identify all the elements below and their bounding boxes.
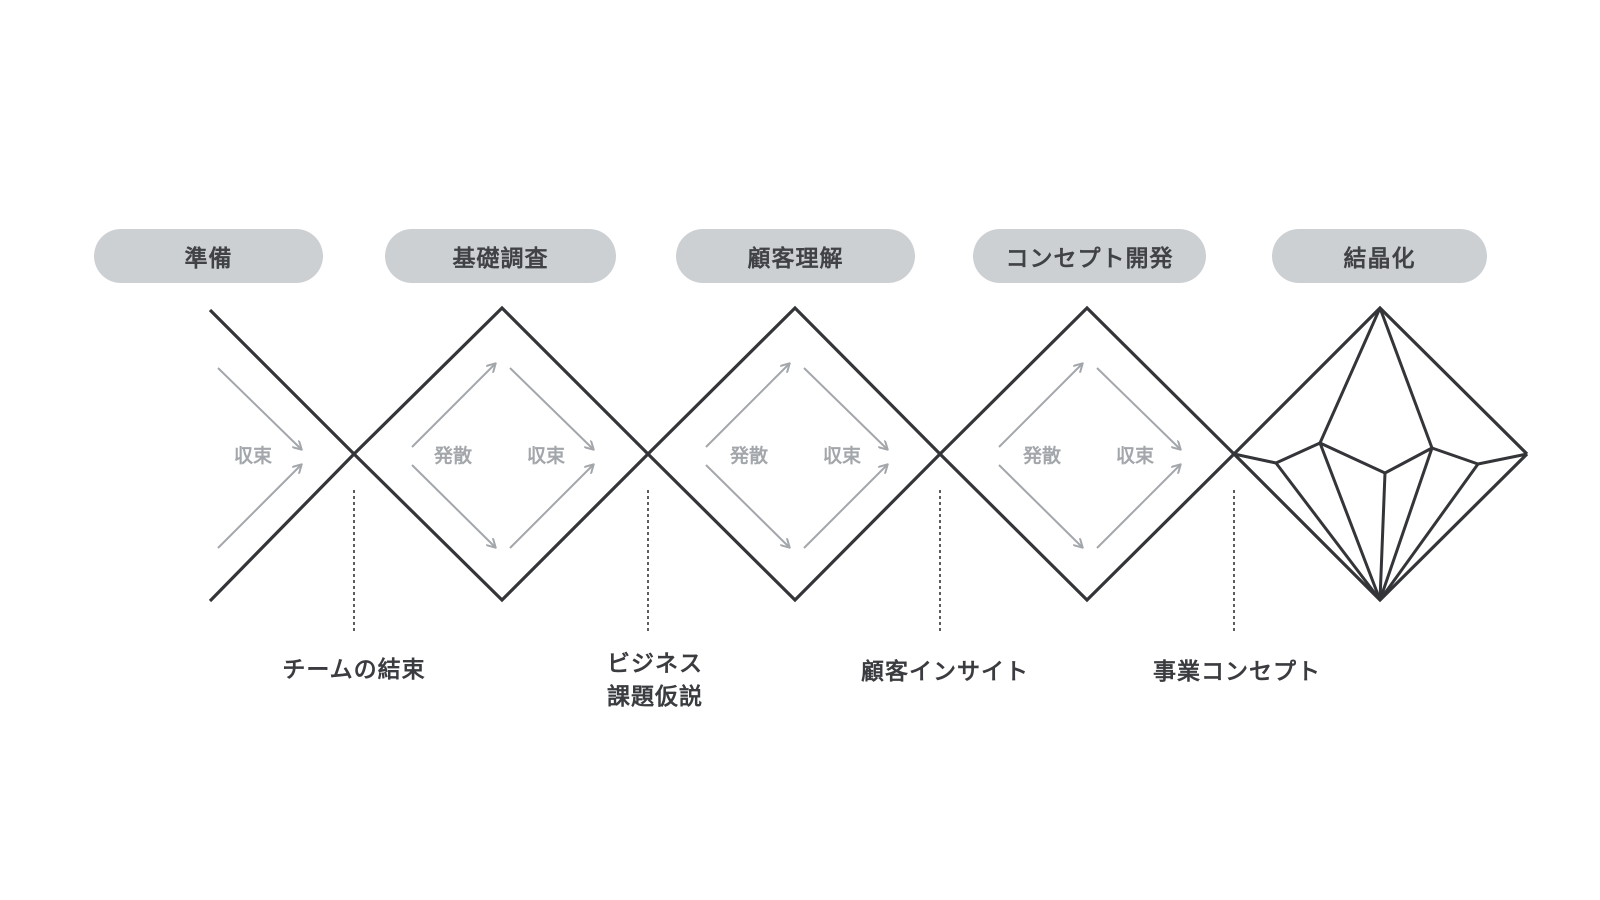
converge-label: 収束 xyxy=(1116,445,1155,467)
phase-label: 基礎調査 xyxy=(452,246,549,272)
converge-label: 収束 xyxy=(234,445,273,467)
outcome-business-concept: 事業コンセプト xyxy=(1132,656,1342,689)
phase-label: 顧客理解 xyxy=(747,246,844,272)
crystal-facet xyxy=(1378,307,1434,449)
outcome-line: 顧客インサイト xyxy=(861,659,1029,685)
diverge-arrow xyxy=(411,464,495,547)
crystal-facet xyxy=(1378,463,1480,601)
phase-label: コンセプト開発 xyxy=(1005,246,1174,272)
outcome-line: 事業コンセプト xyxy=(1153,659,1321,685)
diverge-arrow xyxy=(705,464,789,547)
crystal-facet xyxy=(1378,472,1387,601)
outcome-line: チームの結束 xyxy=(282,657,426,683)
outcome-team-unity: チームの結束 xyxy=(264,654,444,687)
converge-arrow xyxy=(509,465,593,549)
outcome-line: 課題仮説 xyxy=(607,684,703,710)
outcome-business-hypothesis: ビジネス 課題仮説 xyxy=(585,648,725,714)
diverge-arrow xyxy=(998,464,1082,547)
converge-arrow xyxy=(1096,465,1180,549)
diverge-label: 発散 xyxy=(433,444,472,467)
phase-separators xyxy=(353,490,1235,632)
phase-pill-crystallization: 結晶化 xyxy=(1272,229,1487,283)
crystal-facet xyxy=(1274,462,1382,601)
diamond-outline-top xyxy=(208,305,1529,457)
crystal-girdle xyxy=(1233,441,1528,475)
diverge-arrow xyxy=(705,364,789,448)
diverge-arrow xyxy=(411,364,495,448)
phase-label: 準備 xyxy=(184,246,233,272)
crystal-facet xyxy=(1378,447,1434,601)
phase-label: 結晶化 xyxy=(1343,246,1416,272)
converge-label: 収束 xyxy=(823,445,862,467)
phase-pill-preparation: 準備 xyxy=(94,229,323,283)
diamond-outline-bottom xyxy=(208,451,1529,603)
phase-pill-customer-understanding: 顧客理解 xyxy=(676,229,915,283)
converge-arrow xyxy=(217,367,301,449)
converge-arrow xyxy=(803,465,887,549)
crystal-facets xyxy=(1233,307,1528,601)
converge-label: 収束 xyxy=(527,445,566,467)
diverge-label: 発散 xyxy=(1022,444,1061,467)
flow-labels: 収束 発散 収束 発散 収束 発散 収束 xyxy=(234,444,1155,467)
crystal-facet xyxy=(1318,307,1382,444)
converge-arrow xyxy=(217,465,301,549)
outcome-line: ビジネス xyxy=(607,651,703,677)
converge-arrow xyxy=(1096,367,1180,449)
converge-arrow xyxy=(509,367,593,449)
diverge-arrow xyxy=(998,364,1082,448)
phase-pill-basic-research: 基礎調査 xyxy=(385,229,616,283)
diamond-outline xyxy=(208,305,1529,603)
outcome-customer-insight: 顧客インサイト xyxy=(845,656,1045,689)
diverge-label: 発散 xyxy=(729,444,768,467)
crystal-facet xyxy=(1318,442,1382,601)
converge-arrow xyxy=(803,367,887,449)
phase-pill-concept-development: コンセプト開発 xyxy=(973,229,1206,283)
flow-arrows xyxy=(217,364,1180,549)
